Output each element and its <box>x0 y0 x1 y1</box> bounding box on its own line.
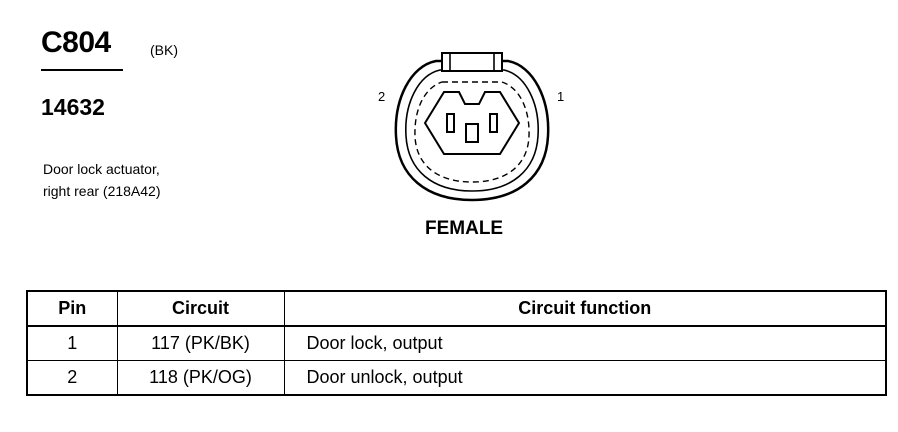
title-underline <box>41 69 123 71</box>
connector-face-diagram <box>394 52 550 202</box>
cell-circuit-function: Door unlock, output <box>283 360 887 396</box>
connector-description: Door lock actuator, right rear (218A42) <box>43 158 161 202</box>
header-circuit: Circuit <box>116 290 285 327</box>
connector-inner-housing <box>405 69 539 192</box>
cavity-label-left: 2 <box>378 89 386 104</box>
part-number: 14632 <box>41 94 105 120</box>
header-pin: Pin <box>26 290 118 327</box>
table-row: 1 117 (PK/BK) Door lock, output <box>26 325 887 361</box>
description-line-2: right rear (218A42) <box>43 183 161 199</box>
connector-id: C804 <box>41 26 111 59</box>
description-line-1: Door lock actuator, <box>43 161 160 177</box>
pin-table: Pin Circuit Circuit function 1 117 (PK/B… <box>26 290 887 396</box>
connector-gender-label: FEMALE <box>425 218 504 239</box>
cell-circuit-function: Door lock, output <box>283 325 887 361</box>
connector-terminal-face <box>423 91 521 155</box>
cavity-label-right: 1 <box>557 89 565 104</box>
connector-color-code: (BK) <box>150 42 178 58</box>
connector-seal-outline <box>414 81 530 183</box>
terminal-cavity-ground <box>465 123 479 143</box>
cell-pin: 1 <box>26 325 118 361</box>
terminal-cavity-1 <box>489 113 498 133</box>
header-circuit-function: Circuit function <box>283 290 887 327</box>
cell-circuit: 118 (PK/OG) <box>116 360 285 396</box>
connector-locking-tab <box>441 52 503 72</box>
cell-circuit: 117 (PK/BK) <box>116 325 285 361</box>
table-row: 2 118 (PK/OG) Door unlock, output <box>26 360 887 396</box>
cell-pin: 2 <box>26 360 118 396</box>
connector-outer-housing <box>394 59 550 202</box>
pin-table-header-row: Pin Circuit Circuit function <box>26 290 887 327</box>
terminal-cavity-2 <box>446 113 455 133</box>
